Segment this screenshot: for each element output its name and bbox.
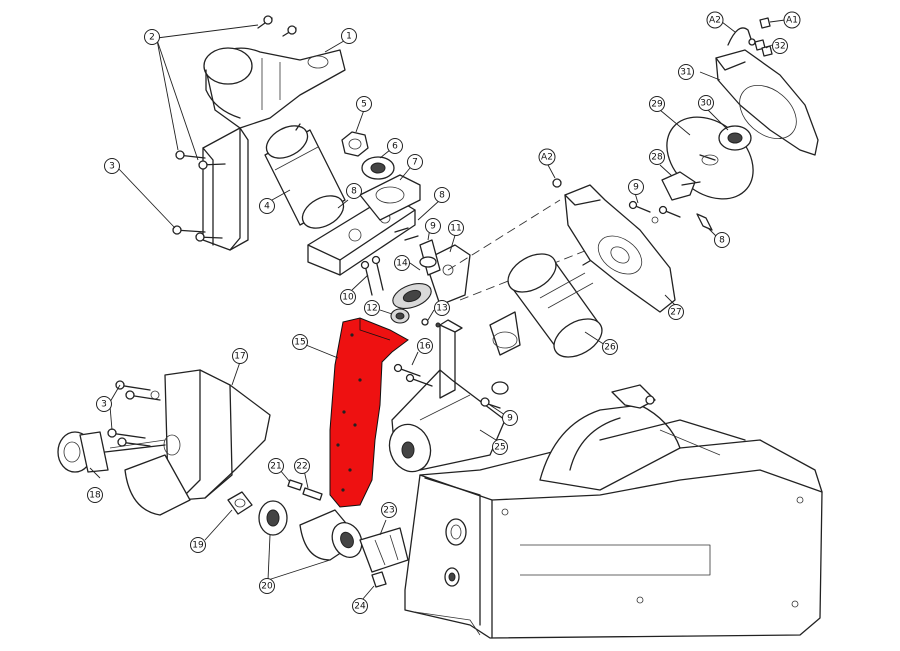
callout-label: 3 [109,162,115,172]
callout-label: 11 [450,224,461,234]
callout-c8a: 8 [346,183,362,199]
callout-c26: 26 [602,339,618,355]
callout-label: 26 [604,343,616,353]
callout-c11: 11 [448,220,464,236]
callout-label: A2 [541,153,553,163]
callout-c21: 21 [268,458,284,474]
callout-c3: 3 [104,158,120,174]
callout-c20: 20 [259,578,275,594]
callout-label: 32 [774,42,785,52]
shaft-bearing-assembly [258,469,409,601]
callout-c9b: 9 [628,179,644,195]
callout-label: 8 [719,236,725,246]
callout-label: A2 [709,16,721,26]
callout-c8c: 8 [714,232,730,248]
callout-label: 15 [294,338,305,348]
callout-label: 18 [89,491,101,501]
callout-c14: 14 [394,255,410,271]
callout-label: 14 [396,259,408,269]
callout-cA1: A1 [783,11,801,29]
callout-label: 27 [670,308,681,318]
callout-label: 12 [366,304,377,314]
callout-label: 22 [296,462,307,472]
highlighted-bracket-15 [305,317,409,508]
callout-c6: 6 [387,138,403,154]
callout-c1: 1 [341,28,357,44]
housing-plate-27 [547,164,677,313]
callout-c9c: 9 [502,410,518,426]
callout-cA2b: A2 [538,148,556,166]
callout-c8b: 8 [434,187,450,203]
left-housing-assembly [57,361,271,541]
callout-label: 29 [651,100,663,110]
callout-c19: 19 [190,537,206,553]
callout-label: 5 [361,100,367,110]
callout-c4: 4 [259,198,275,214]
callout-c2: 2 [144,29,160,45]
callout-label: 20 [261,582,273,592]
callout-c31: 31 [678,64,694,80]
callout-label: 24 [354,602,366,612]
callout-label: 25 [494,443,505,453]
callout-label: 9 [507,414,513,424]
gearbox-mount [307,109,441,296]
callout-label: 13 [436,304,447,314]
callout-label: 31 [680,68,691,78]
callout-label: 28 [651,153,663,163]
callout-label: 1 [346,32,352,42]
callout-c32: 32 [772,38,788,54]
callout-label: 30 [700,99,712,109]
top-motor-bracket-assembly [117,15,350,251]
callout-label: 21 [270,462,281,472]
callout-c3b: 3 [96,396,112,412]
callout-c22: 22 [294,458,310,474]
callout-cA2a: A2 [706,11,724,29]
callout-c7: 7 [407,154,423,170]
callout-c25: 25 [492,439,508,455]
callout-c16: 16 [417,338,433,354]
motor-26 [489,253,606,358]
cover-plate-31 [699,17,819,156]
callout-label: 4 [264,202,270,212]
callout-label: A1 [786,16,798,26]
callout-label: 16 [419,342,431,352]
callout-c23: 23 [381,502,397,518]
callout-label: 3 [101,400,107,410]
callout-c28: 28 [649,149,665,165]
callout-c15: 15 [292,334,308,350]
main-base-housing [404,384,823,639]
callout-label: 8 [439,191,445,201]
callout-label: 8 [351,187,357,197]
callout-c27: 27 [668,304,684,320]
callout-label: 10 [342,293,354,303]
callout-c10: 10 [340,289,356,305]
callout-label: 6 [392,142,398,152]
callout-c29: 29 [649,96,665,112]
callout-c18: 18 [87,487,103,503]
callout-label: 19 [192,541,204,551]
callout-label: 9 [430,222,436,232]
motor-4 [264,123,346,229]
callout-c5: 5 [356,96,372,112]
callout-label: 7 [412,158,418,168]
callout-c12: 12 [364,300,380,316]
motor-25 [388,319,509,473]
callout-c9a: 9 [425,218,441,234]
callout-c30: 30 [698,95,714,111]
callout-c17: 17 [232,348,248,364]
callout-label: 9 [633,183,639,193]
disc-assembly [628,107,754,239]
callout-c24: 24 [352,598,368,614]
gear-set [379,227,471,328]
callout-c13: 13 [434,300,450,316]
callout-label: 2 [149,33,155,43]
callout-label: 17 [234,352,245,362]
callout-label: 23 [383,506,394,516]
